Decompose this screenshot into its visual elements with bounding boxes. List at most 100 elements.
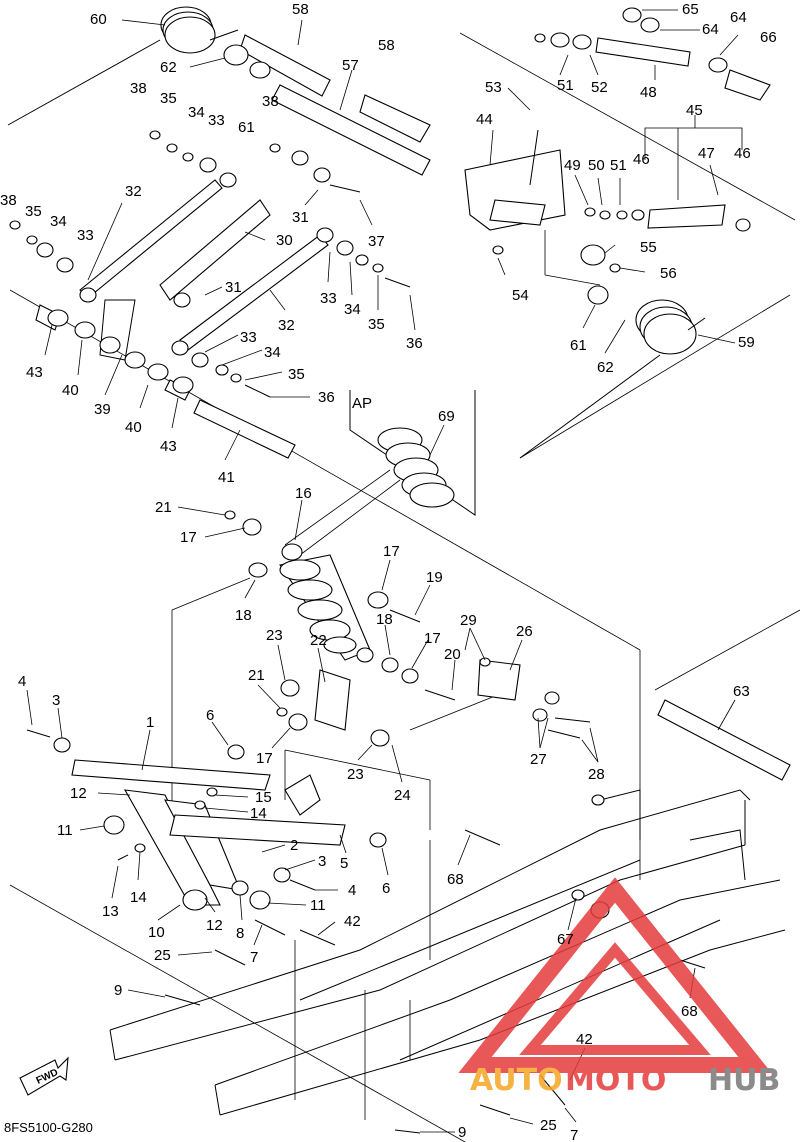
callout: 21 <box>155 499 172 516</box>
callout: 31 <box>225 279 242 296</box>
callout: 58 <box>378 37 395 54</box>
callout: 38 <box>262 93 279 110</box>
detail-label: AP <box>352 395 372 412</box>
callout: 35 <box>288 366 305 383</box>
callout: 12 <box>70 785 87 802</box>
callout: 8 <box>236 925 244 942</box>
callout: 6 <box>382 880 390 897</box>
callout: 53 <box>485 79 502 96</box>
callout: 25 <box>540 1117 557 1134</box>
callout: 33 <box>320 290 337 307</box>
callout: 7 <box>250 949 258 966</box>
callout: 64 <box>702 21 719 38</box>
callout: 60 <box>90 11 107 28</box>
callout: 26 <box>516 623 533 640</box>
callout: 59 <box>738 334 755 351</box>
callout: 34 <box>50 213 67 230</box>
callout: 15 <box>255 789 272 806</box>
callout: 42 <box>576 1031 593 1048</box>
callout: 38 <box>0 192 17 209</box>
callout: 20 <box>444 646 461 663</box>
callout: 40 <box>62 382 79 399</box>
callout: 19 <box>426 569 443 586</box>
callout: 3 <box>318 853 326 870</box>
callout: 16 <box>295 485 312 502</box>
callout: 54 <box>512 287 529 304</box>
callout: 25 <box>154 947 171 964</box>
callout: 47 <box>698 145 715 162</box>
callout: 34 <box>344 301 361 318</box>
callout: 41 <box>218 469 235 486</box>
callout: 17 <box>256 750 273 767</box>
callout: 23 <box>347 766 364 783</box>
callout: 11 <box>57 822 73 839</box>
callout-labels: 60 58 58 57 62 61 38 35 34 33 38 65 64 6… <box>0 1 777 1142</box>
callout: 21 <box>248 667 265 684</box>
callout: 34 <box>264 344 281 361</box>
callout: 64 <box>730 9 747 26</box>
callout: 9 <box>114 982 122 999</box>
callout: 23 <box>266 627 283 644</box>
callout: 33 <box>240 329 257 346</box>
callout: 62 <box>597 359 614 376</box>
fwd-arrow-icon: FWD <box>19 1056 69 1096</box>
callout: 50 <box>588 157 605 174</box>
bolts <box>26 129 706 1134</box>
callout: 37 <box>368 233 385 250</box>
torsion-spring-right <box>519 299 706 459</box>
watermark-part3: HUB <box>708 1063 780 1098</box>
watermark-logo: AUTO MOTO HUB <box>458 877 780 1098</box>
leader-lines <box>26 9 743 1133</box>
callout: 46 <box>633 151 650 168</box>
bracket-44 <box>464 149 726 231</box>
shafts <box>35 34 791 781</box>
callout: 45 <box>686 102 703 119</box>
callout: 35 <box>368 316 385 333</box>
callout: 52 <box>591 79 608 96</box>
callout: 33 <box>208 112 225 129</box>
callout: 63 <box>733 683 750 700</box>
callout: 35 <box>160 90 177 107</box>
callout: 13 <box>102 903 119 920</box>
callout: 27 <box>530 751 547 768</box>
callout: 6 <box>206 707 214 724</box>
callout: 22 <box>310 632 327 649</box>
callout: 68 <box>681 1003 698 1020</box>
callout: 51 <box>557 77 574 94</box>
callout: 35 <box>25 203 42 220</box>
callout: 49 <box>564 157 581 174</box>
spring-69 <box>377 427 455 508</box>
callout: 44 <box>476 111 493 128</box>
callout: 57 <box>342 57 359 74</box>
callout: 68 <box>447 871 464 888</box>
callout: 1 <box>146 714 154 731</box>
callout: 9 <box>458 1124 466 1141</box>
callout: 43 <box>160 438 177 455</box>
callout: 18 <box>235 607 252 624</box>
callout: 62 <box>160 59 177 76</box>
slide-rail-upper <box>109 789 751 1061</box>
callout: 2 <box>290 837 298 854</box>
callout: 61 <box>238 119 255 136</box>
callout: 29 <box>460 612 477 629</box>
callout: 11 <box>310 897 326 914</box>
callout: 66 <box>760 29 777 46</box>
callout: 4 <box>348 882 356 899</box>
callout: 39 <box>94 401 111 418</box>
diagram-code: 8FS5100-G280 <box>4 1120 93 1135</box>
callout: 55 <box>640 239 657 256</box>
callout: 7 <box>570 1127 578 1142</box>
callout: 40 <box>125 419 142 436</box>
shock-absorber <box>279 543 374 663</box>
callout: 10 <box>148 924 165 941</box>
callout: 5 <box>340 855 348 872</box>
callout: 48 <box>640 84 657 101</box>
callout: 17 <box>180 529 197 546</box>
torsion-spring-left <box>7 6 239 126</box>
callout: 17 <box>424 630 441 647</box>
callout: 18 <box>376 611 393 628</box>
callout: 69 <box>438 408 455 425</box>
callout: 32 <box>278 317 295 334</box>
